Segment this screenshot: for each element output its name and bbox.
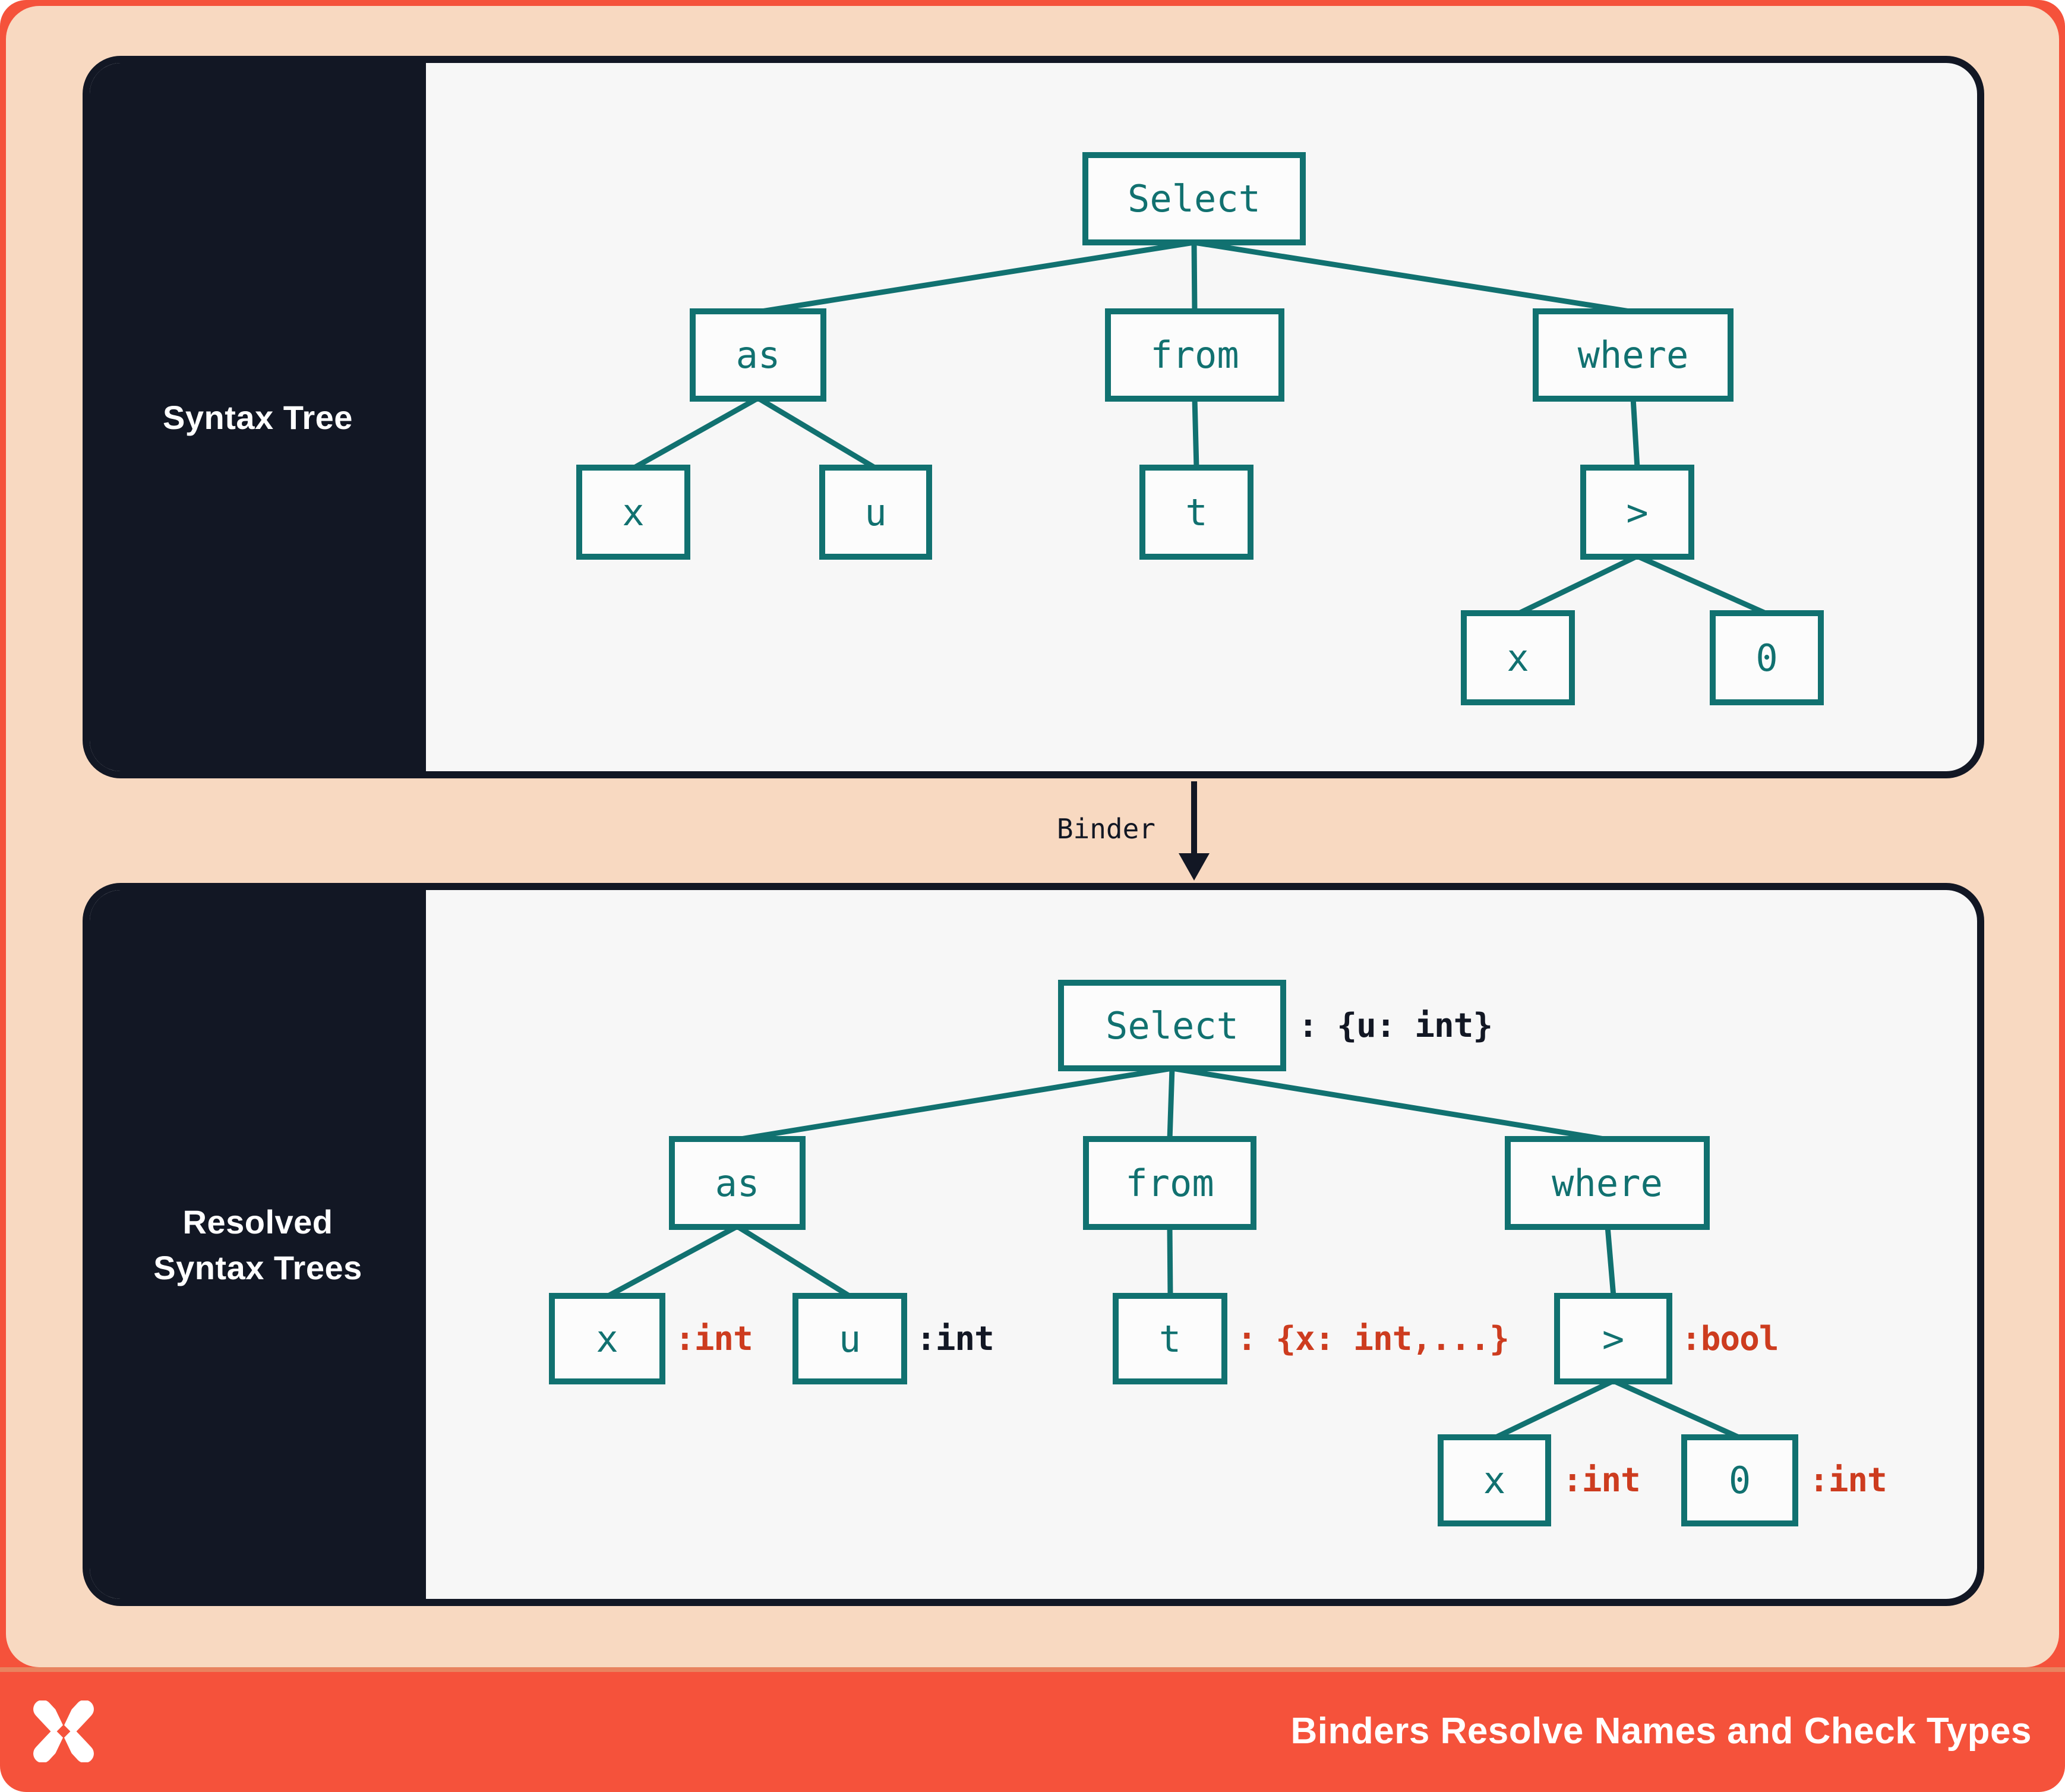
footer-title: Binders Resolve Names and Check Types bbox=[1290, 1711, 2032, 1752]
syntax-node-t: t bbox=[1139, 465, 1253, 560]
resolved-node-as: as bbox=[669, 1136, 806, 1230]
resolved-tree-panel-title-line1: Resolved bbox=[182, 1203, 333, 1241]
binder-label: Binder bbox=[1056, 813, 1155, 845]
resolved-annotation-x-operand: :int bbox=[1562, 1461, 1641, 1500]
resolved-node-zero: 0 bbox=[1681, 1434, 1798, 1526]
resolved-annotation-t: : {x: int,...} bbox=[1237, 1319, 1510, 1358]
syntax-node-from: from bbox=[1105, 308, 1284, 402]
resolved-annotation-gt: :bool bbox=[1681, 1319, 1779, 1358]
resolved-tree-panel: Resolved Syntax Trees bbox=[83, 883, 1984, 1606]
resolved-tree-sidebar: Resolved Syntax Trees bbox=[90, 890, 426, 1599]
resolved-annotation-x: :int bbox=[675, 1319, 753, 1358]
resolved-node-t: t bbox=[1113, 1293, 1227, 1384]
syntax-tree-panel: Syntax Tree bbox=[83, 56, 1984, 778]
syntax-node-x-operand: x bbox=[1461, 610, 1575, 705]
syntax-tree-panel-title: Syntax Tree bbox=[163, 398, 353, 436]
resolved-node-where: where bbox=[1505, 1136, 1710, 1230]
x-spark-logo-icon bbox=[33, 1700, 94, 1762]
syntax-node-u: u bbox=[819, 465, 932, 560]
syntax-node-gt: > bbox=[1580, 465, 1694, 560]
resolved-node-gt: > bbox=[1554, 1293, 1672, 1384]
resolved-node-u: u bbox=[792, 1293, 907, 1384]
resolved-node-x: x bbox=[549, 1293, 665, 1384]
resolved-annotation-u: :int bbox=[916, 1319, 994, 1358]
syntax-node-as: as bbox=[690, 308, 826, 402]
syntax-node-x: x bbox=[576, 465, 690, 560]
footer-divider bbox=[0, 1667, 2065, 1672]
syntax-node-where: where bbox=[1533, 308, 1734, 402]
syntax-node-zero: 0 bbox=[1710, 610, 1824, 705]
resolved-node-from: from bbox=[1083, 1136, 1256, 1230]
syntax-node-select: Select bbox=[1082, 152, 1306, 245]
resolved-tree-panel-title-line2: Syntax Trees bbox=[153, 1248, 362, 1286]
resolved-annotation-zero: :int bbox=[1809, 1461, 1887, 1500]
syntax-tree-sidebar: Syntax Tree bbox=[90, 63, 426, 771]
resolved-node-x-operand: x bbox=[1438, 1434, 1551, 1526]
resolved-annotation-select: : {u: int} bbox=[1298, 1006, 1493, 1045]
resolved-node-select: Select bbox=[1058, 980, 1286, 1071]
